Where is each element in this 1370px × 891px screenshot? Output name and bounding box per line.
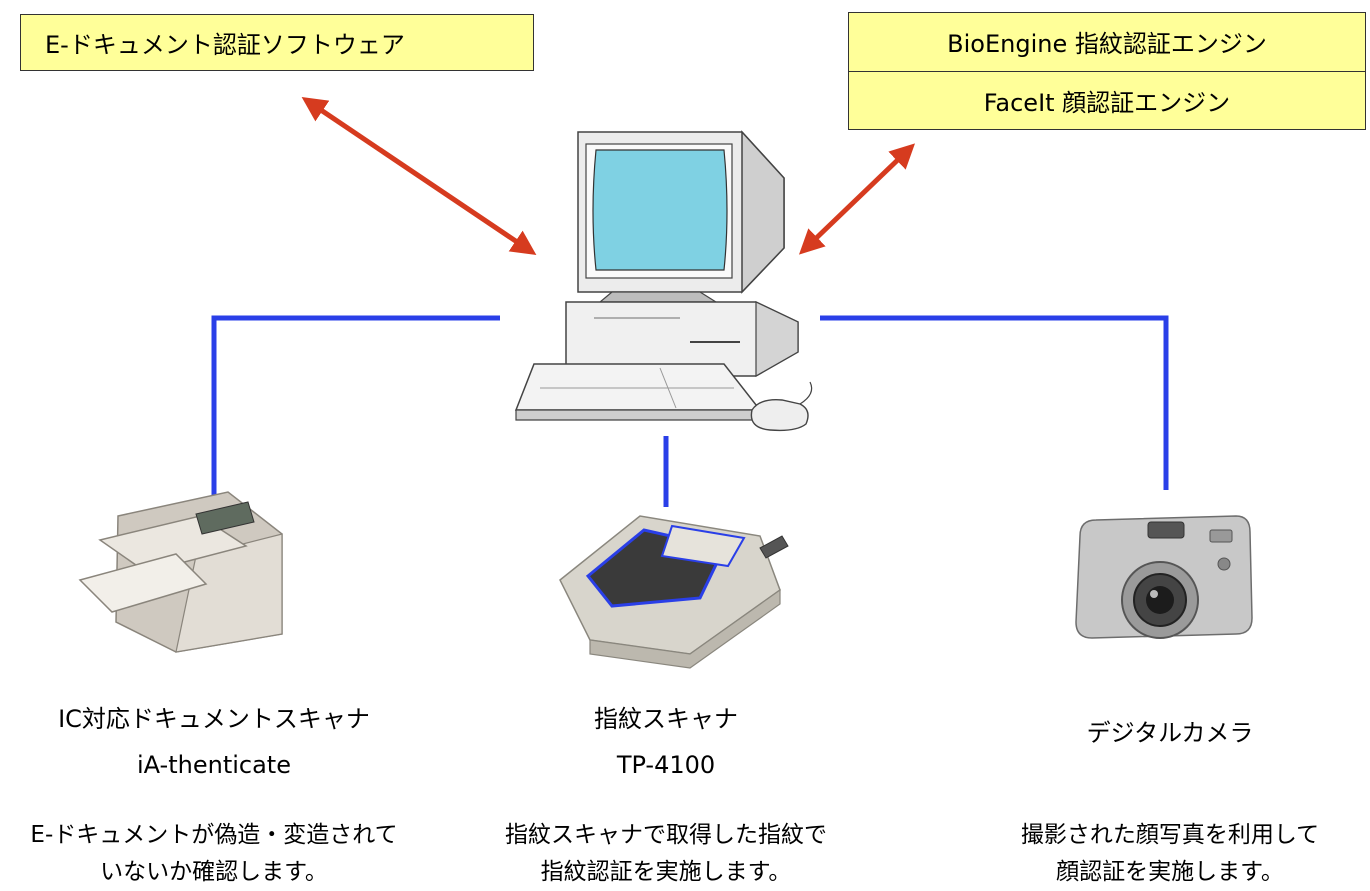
fingerprint-scanner-icon: [559, 515, 789, 669]
digital-camera-desc-line2: 顔認証を実施します。: [1056, 859, 1284, 885]
fingerprint-engine-row: BioEngine 指紋認証エンジン: [849, 13, 1365, 71]
document-scanner-icon: [78, 491, 283, 653]
fingerprint-scanner-description: 指紋スキャナで取得した指紋で 指紋認証を実施します。: [456, 817, 876, 891]
engine-box: BioEngine 指紋認証エンジン FaceIt 顔認証エンジン: [848, 12, 1366, 130]
document-scanner-description: E-ドキュメントが偽造・変造されて いないか確認します。: [4, 817, 424, 891]
fingerprint-engine-label: BioEngine 指紋認証エンジン: [947, 30, 1267, 59]
arrow-software-computer: [301, 97, 537, 255]
fingerprint-scanner-name: 指紋スキャナ: [594, 705, 738, 733]
document-scanner-desc-line1: E-ドキュメントが偽造・変造されて: [30, 822, 398, 848]
digital-camera-description: 撮影された顔写真を利用して 顔認証を実施します。: [960, 817, 1370, 891]
digital-camera-name: デジタルカメラ: [1086, 719, 1254, 747]
computer-icon: [514, 130, 813, 432]
fingerprint-scanner-desc-line2: 指紋認証を実施します。: [540, 859, 792, 885]
fingerprint-scanner-model: TP-4100: [616, 751, 716, 779]
face-engine-label: FaceIt 顔認証エンジン: [983, 88, 1231, 117]
software-box-label: E-ドキュメント認証ソフトウェア: [45, 31, 405, 59]
fingerprint-scanner-desc-line1: 指紋スキャナで取得した指紋で: [505, 822, 827, 848]
connector-document-scanner: [211, 315, 500, 510]
digital-camera-icon: [1075, 515, 1253, 639]
connector-camera: [820, 315, 1169, 490]
digital-camera-desc-line1: 撮影された顔写真を利用して: [1020, 822, 1320, 848]
software-box: E-ドキュメント認証ソフトウェア: [20, 14, 534, 71]
document-scanner-model: iA-thenticate: [137, 751, 291, 779]
face-engine-row: FaceIt 顔認証エンジン: [849, 70, 1365, 130]
document-scanner-desc-line2: いないか確認します。: [100, 859, 328, 885]
document-scanner-name: IC対応ドキュメントスキャナ: [58, 705, 370, 733]
arrow-engine-computer: [798, 143, 916, 255]
